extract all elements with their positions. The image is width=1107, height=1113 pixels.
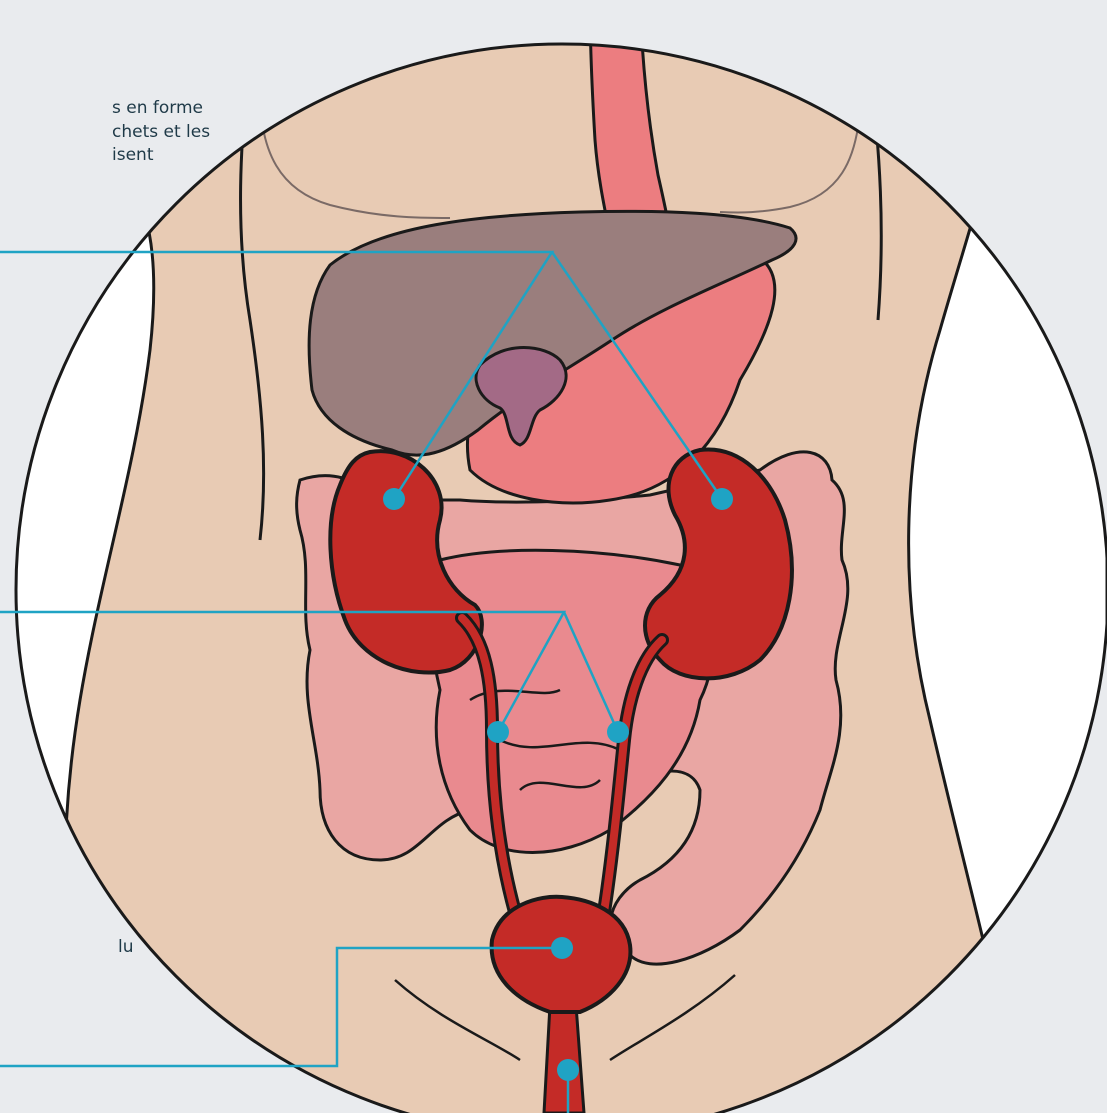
left-ureter-dot-icon: [487, 721, 509, 743]
urethra: [544, 1005, 584, 1113]
urethra-dot-icon: [557, 1059, 579, 1081]
bladder-dot-icon: [551, 937, 573, 959]
right-kidney-dot-icon: [711, 488, 733, 510]
right-ureter-dot-icon: [607, 721, 629, 743]
left-kidney-dot-icon: [383, 488, 405, 510]
